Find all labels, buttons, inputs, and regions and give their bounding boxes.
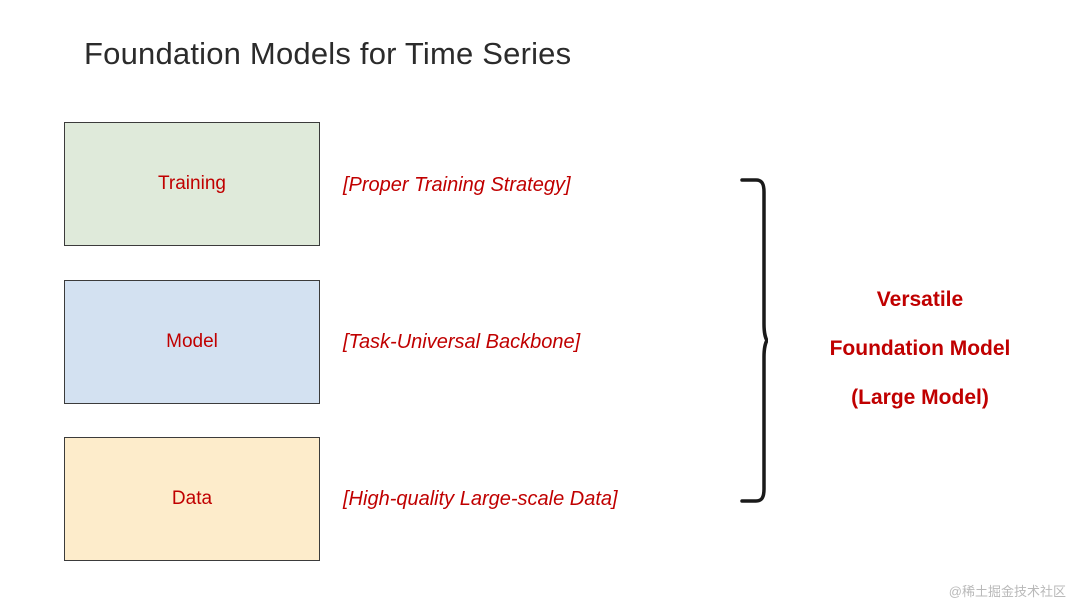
result-line-2: Foundation Model <box>829 337 1011 360</box>
result-line-3: (Large Model) <box>851 386 989 409</box>
annotation-data: [High-quality Large-scale Data] <box>343 488 618 510</box>
result-line-1: Versatile <box>876 288 964 311</box>
annotation-model: [Task-Universal Backbone] <box>343 331 581 353</box>
box-training-label: Training <box>158 173 226 194</box>
box-training: Training <box>64 122 320 246</box>
box-data: Data <box>64 437 320 561</box>
box-model: Model <box>64 280 320 404</box>
curly-brace-icon <box>740 178 768 503</box>
box-data-label: Data <box>171 488 213 509</box>
annotation-training: [Proper Training Strategy] <box>343 174 571 196</box>
result-text: Versatile Foundation Model (Large Model) <box>790 275 1050 422</box>
page-title: Foundation Models for Time Series <box>84 36 572 71</box>
watermark: @稀土掘金技术社区 <box>948 584 1066 599</box>
box-model-label: Model <box>166 331 218 352</box>
